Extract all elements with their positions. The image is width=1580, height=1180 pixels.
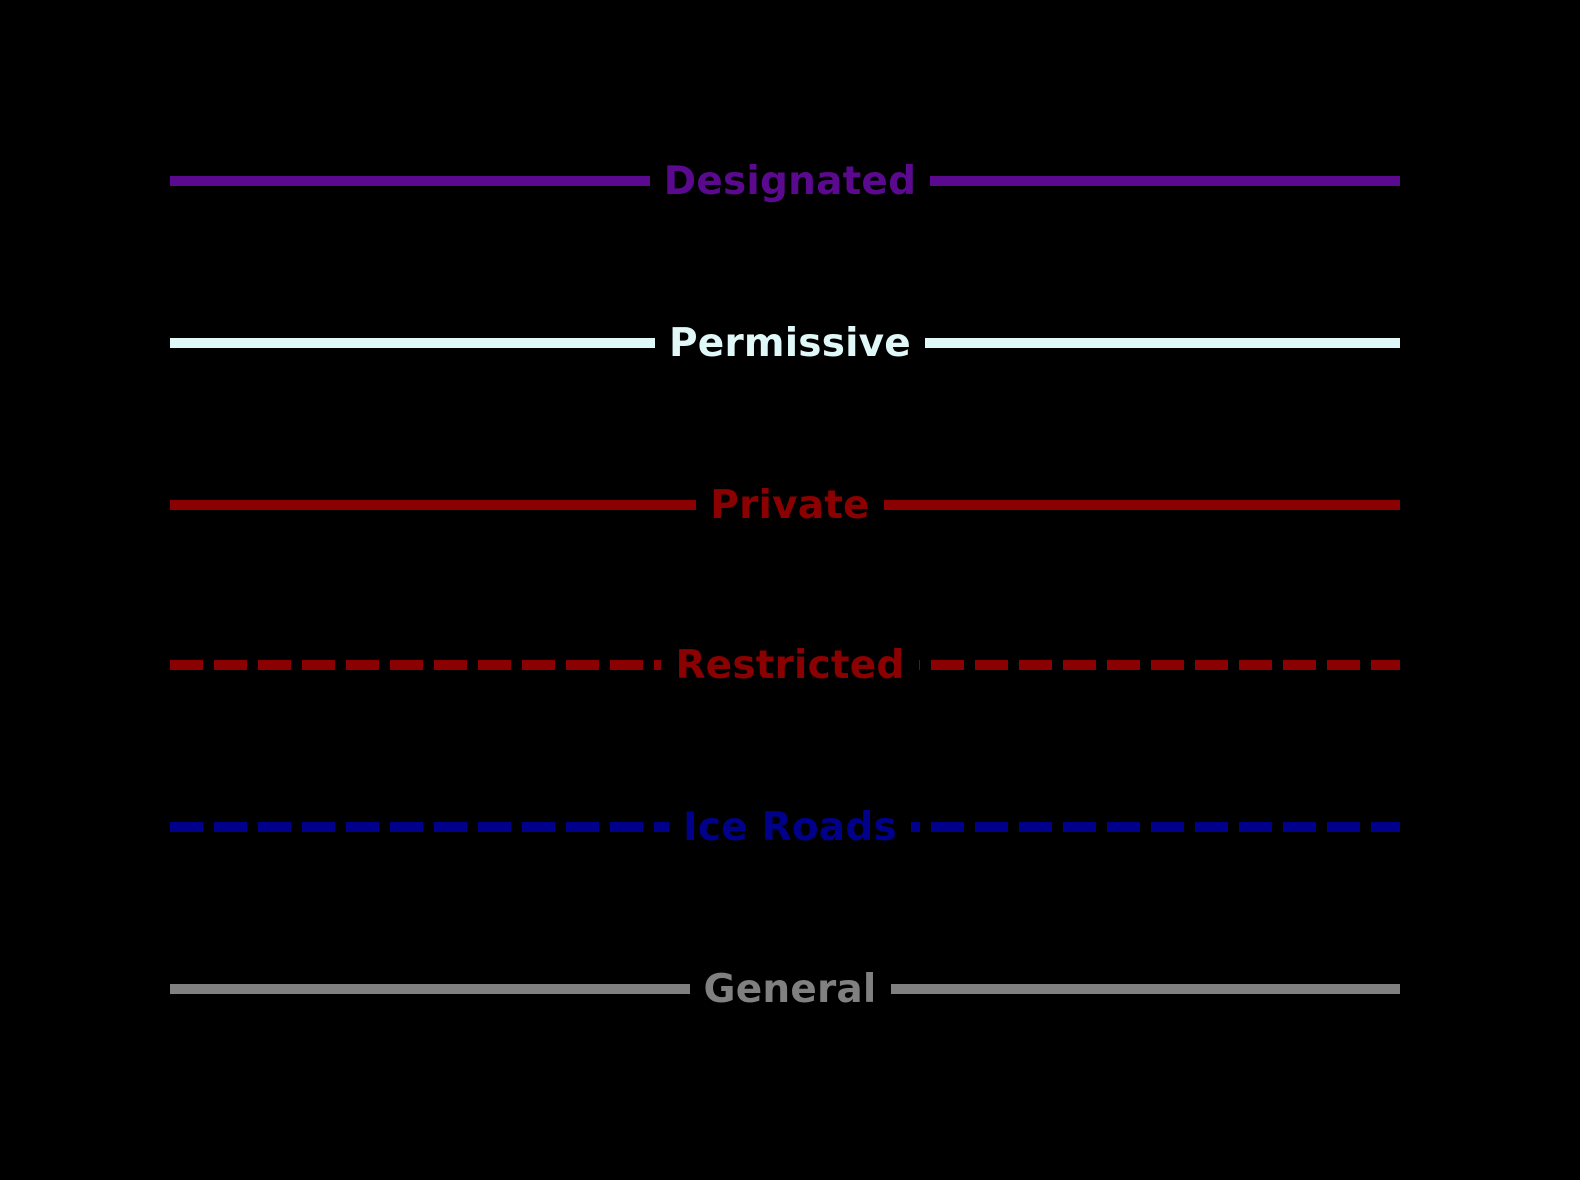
legend-line-left <box>170 500 771 510</box>
legend-label-restricted: Restricted <box>661 645 919 685</box>
legend-line-left <box>170 984 771 994</box>
legend-line-right <box>799 500 1400 510</box>
legend-row: Ice Roads <box>0 797 1580 857</box>
legend-line-right <box>799 176 1400 186</box>
legend-row: Permissive <box>0 313 1580 373</box>
legend-line-right <box>799 660 1400 670</box>
legend-line-right <box>799 822 1400 832</box>
legend-label-private: Private <box>696 485 884 525</box>
legend-label-permissive: Permissive <box>655 323 925 363</box>
legend-line-left <box>170 338 771 348</box>
legend-row: Private <box>0 475 1580 535</box>
legend-label-designated: Designated <box>649 161 931 201</box>
legend-row: Restricted <box>0 635 1580 695</box>
legend-row: Designated <box>0 151 1580 211</box>
legend-line-left <box>170 660 771 670</box>
legend-label-general: General <box>689 969 891 1009</box>
legend-line-right <box>799 338 1400 348</box>
legend-line-right <box>799 984 1400 994</box>
legend-line-left <box>170 176 771 186</box>
legend-row: General <box>0 959 1580 1019</box>
legend-label-ice-roads: Ice Roads <box>669 807 911 847</box>
legend-line-left <box>170 822 771 832</box>
